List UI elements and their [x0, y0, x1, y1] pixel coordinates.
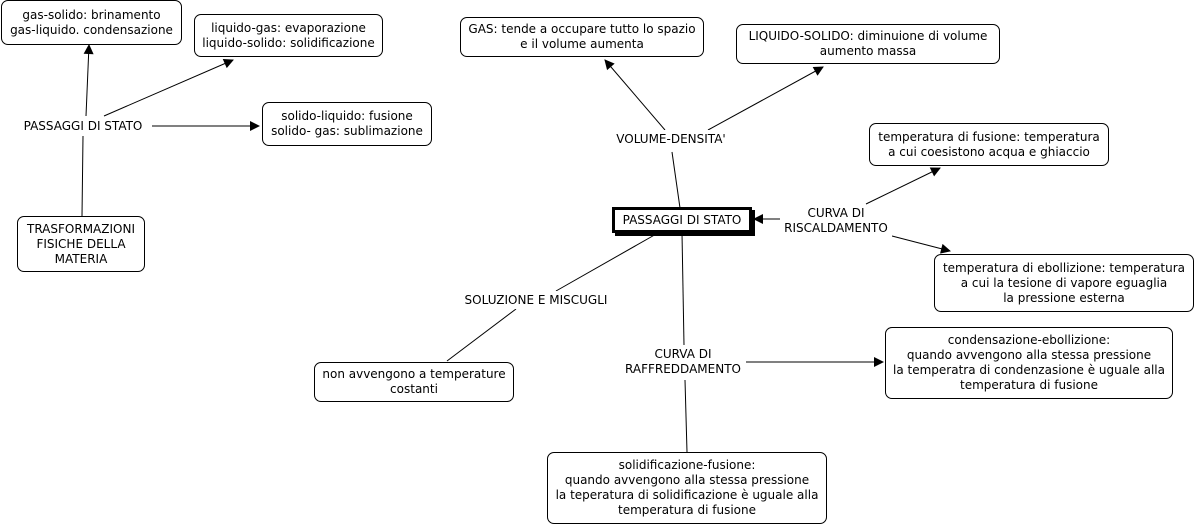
- link-label-volume-densita[interactable]: VOLUME-DENSITA': [610, 130, 732, 148]
- node-condensazione-ebollizione[interactable]: condensazione-ebollizione: quando avveng…: [885, 327, 1173, 399]
- node-line: la pressione esterna: [1003, 290, 1125, 305]
- arrow-riscaldamento-to-ebollizione: [891, 235, 951, 254]
- link-line: RAFFREDDAMENTO: [625, 362, 741, 376]
- arrow-passaggi-to-gas-solido: [83, 44, 94, 117]
- node-temperatura-ebollizione[interactable]: temperatura di ebollizione: temperatura …: [934, 254, 1194, 312]
- node-line: MATERIA: [54, 251, 108, 266]
- node-line: solido-liquido: fusione: [281, 109, 413, 123]
- node-line: condensazione-ebollizione:: [947, 333, 1111, 347]
- node-line: la teperatura di solidificazione è ugual…: [555, 488, 819, 502]
- node-temperatura-fusione[interactable]: temperatura di fusione: temperatura a cu…: [869, 123, 1109, 166]
- node-gas-solido[interactable]: gas-solido: brinamento gas-liquido. cond…: [1, 0, 182, 45]
- node-passaggi-di-stato-main[interactable]: PASSAGGI DI STATO: [612, 207, 752, 233]
- node-solido-liquido[interactable]: solido-liquido: fusione solido- gas: sub…: [262, 102, 432, 146]
- node-line: quando avvengono alla stessa pressione: [906, 348, 1152, 362]
- node-solidificazione-fusione[interactable]: solidificazione-fusione: quando avvengon…: [547, 452, 827, 524]
- node-line: gas-liquido. condensazione: [10, 22, 173, 37]
- link-line: VOLUME-DENSITA': [616, 131, 726, 146]
- connector-trasformazioni-to-passaggi: [81, 135, 84, 217]
- node-line: gas-solido: brinamento: [22, 7, 161, 22]
- link-label-passaggi-di-stato-left[interactable]: PASSAGGI DI STATO: [14, 117, 152, 135]
- node-line: liquido-solido: solidificazione: [202, 35, 375, 50]
- connector-raffreddamento-to-solidificazione: [684, 379, 688, 453]
- node-line: aumento massa: [819, 44, 917, 58]
- node-line: solidificazione-fusione:: [618, 458, 756, 472]
- link-line: CURVA DI: [654, 347, 712, 361]
- link-line: CURVA DI: [807, 206, 865, 220]
- link-line: RISCALDAMENTO: [784, 221, 888, 235]
- connector-main-to-raffreddamento: [681, 232, 685, 346]
- node-line: TRASFORMAZIONI: [27, 221, 135, 236]
- node-line: LIQUIDO-SOLIDO: diminuione di volume: [748, 29, 988, 43]
- node-line: non avvengono a temperature: [322, 367, 506, 381]
- connector-main-to-volume: [671, 151, 681, 209]
- connector-soluzione-to-non-avvengono: [446, 308, 517, 362]
- arrow-volume-to-gas: [604, 59, 666, 131]
- node-line: FISICHE DELLA: [36, 236, 126, 251]
- node-non-avvengono[interactable]: non avvengono a temperature costanti: [314, 362, 514, 402]
- node-line: a cui la tesione di vapore eguaglia: [960, 275, 1168, 290]
- node-line: temperatura di fusione: [960, 378, 1098, 392]
- link-line: PASSAGGI DI STATO: [23, 118, 143, 133]
- connector-main-to-soluzione: [555, 232, 659, 292]
- node-trasformazioni-fisiche[interactable]: TRASFORMAZIONI FISICHE DELLA MATERIA: [17, 216, 145, 272]
- node-liquido-gas[interactable]: liquido-gas: evaporazione liquido-solido…: [194, 14, 383, 57]
- link-label-curva-riscaldamento[interactable]: CURVA DI RISCALDAMENTO: [780, 205, 892, 237]
- node-liquido-solido-volume[interactable]: LIQUIDO-SOLIDO: diminuione di volume aum…: [736, 24, 1000, 64]
- node-line: a cui coesistono acqua e ghiaccio: [888, 144, 1090, 159]
- node-line: PASSAGGI DI STATO: [622, 212, 742, 227]
- node-line: GAS: tende a occupare tutto lo spazio: [468, 22, 696, 36]
- node-gas-volume[interactable]: GAS: tende a occupare tutto lo spazio e …: [460, 17, 704, 57]
- arrow-riscaldamento-to-fusione: [865, 167, 941, 205]
- arrow-volume-to-liquido-solido: [707, 66, 824, 131]
- node-line: liquido-gas: evaporazione: [211, 20, 366, 35]
- node-line: e il volume aumenta: [520, 37, 644, 51]
- node-line: temperatura di fusione: temperatura: [878, 129, 1100, 144]
- node-line: costanti: [390, 382, 438, 396]
- node-line: solido- gas: sublimazione: [271, 124, 423, 138]
- link-line: SOLUZIONE E MISCUGLI: [464, 292, 608, 307]
- link-label-curva-raffreddamento[interactable]: CURVA DI RAFFREDDAMENTO: [620, 346, 746, 378]
- node-line: la temperatra di condenzasione è uguale …: [893, 363, 1165, 377]
- node-line: quando avvengono alla stessa pressione: [564, 473, 810, 487]
- arrow-passaggi-to-liquido-gas: [103, 58, 234, 117]
- node-line: temperatura di ebollizione: temperatura: [942, 260, 1186, 275]
- node-line: temperatura di fusione: [618, 503, 756, 517]
- link-label-soluzione-miscugli[interactable]: SOLUZIONE E MISCUGLI: [456, 291, 616, 309]
